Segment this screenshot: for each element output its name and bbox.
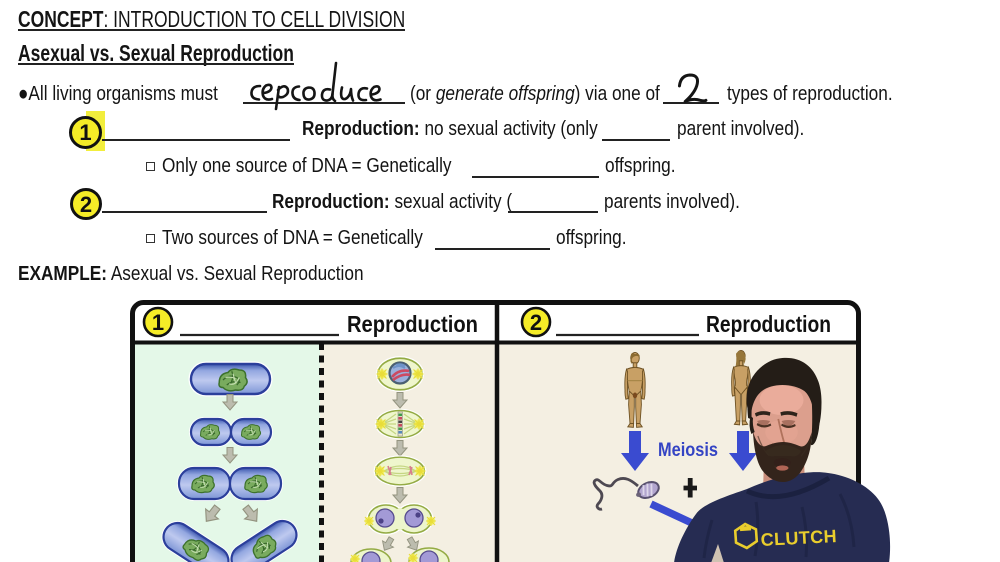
svg-text:2: 2 [530,310,542,335]
svg-text:1: 1 [152,310,164,335]
svg-text:CLUTCH: CLUTCH [760,526,837,550]
svg-text:Reproduction: Reproduction [706,311,831,337]
svg-text:Meiosis: Meiosis [658,439,718,461]
svg-text:Reproduction: Reproduction [347,311,478,337]
